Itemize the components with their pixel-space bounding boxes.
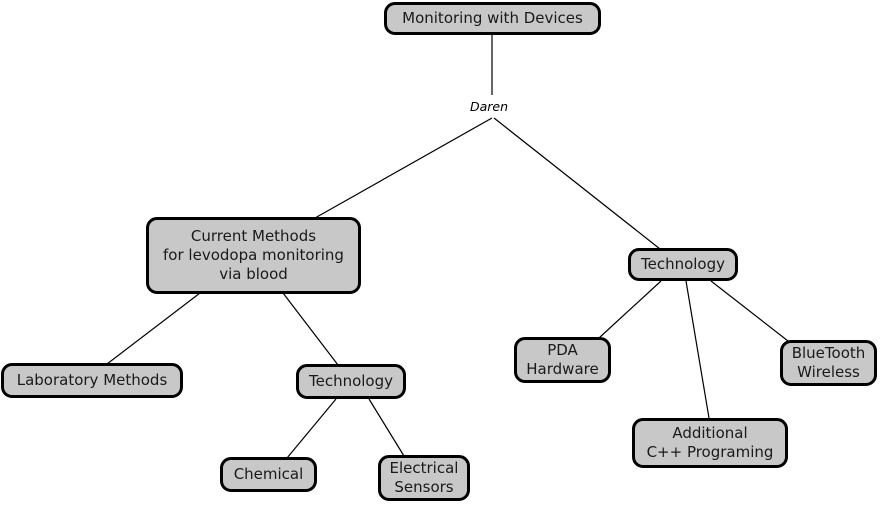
node-tech_right[interactable]: Technology: [628, 248, 738, 281]
node-root[interactable]: Monitoring with Devices: [384, 2, 601, 35]
edge-current-to-lab: [106, 292, 201, 365]
edge-tech_right-to-cplus: [685, 280, 710, 419]
edge-daren-junction-to-tech_right: [493, 117, 661, 250]
node-lab[interactable]: Laboratory Methods: [1, 363, 183, 398]
edge-tech_left-to-electrical: [368, 398, 405, 457]
edge-tech_left-to-chemical: [286, 398, 337, 459]
node-cplus[interactable]: Additional C++ Programing: [632, 418, 788, 468]
node-current[interactable]: Current Methods for levodopa monitoring …: [146, 217, 361, 294]
node-bluetooth[interactable]: BlueTooth Wireless: [780, 340, 877, 386]
node-pda[interactable]: PDA Hardware: [514, 337, 611, 383]
node-chemical[interactable]: Chemical: [220, 457, 317, 492]
edge-current-to-tech_left: [282, 292, 339, 366]
node-tech_left[interactable]: Technology: [296, 364, 406, 399]
edge-daren-junction-to-current: [314, 117, 493, 219]
edge-tech_right-to-bluetooth: [710, 280, 789, 342]
edge-label-daren: Daren: [470, 99, 509, 114]
edge-tech_right-to-pda: [598, 280, 662, 339]
node-electrical[interactable]: Electrical Sensors: [378, 455, 470, 501]
